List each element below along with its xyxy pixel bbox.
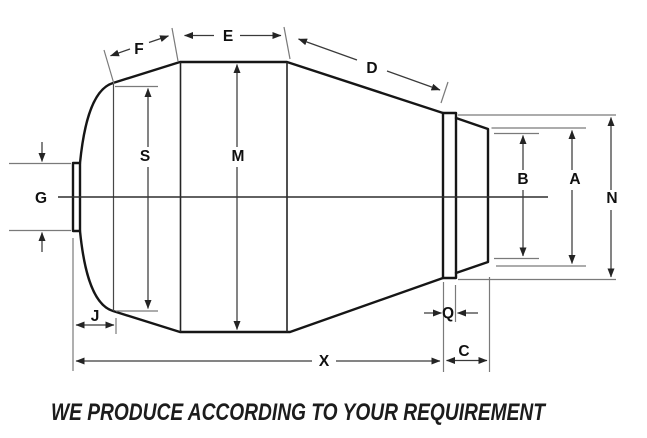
label-x: X bbox=[319, 353, 330, 370]
label-a: A bbox=[569, 171, 580, 188]
dimension-labels: F E D S M G J X Q C B A N bbox=[35, 28, 618, 370]
label-j: J bbox=[91, 308, 100, 325]
dim-f-arrow-right bbox=[148, 35, 169, 44]
outlet-flange bbox=[441, 111, 458, 280]
dimension-lines bbox=[38, 32, 615, 365]
footer-slogan: WE PRODUCE ACCORDING TO YOUR REQUIREMENT bbox=[51, 399, 547, 426]
vessel-body bbox=[71, 60, 490, 334]
label-q: Q bbox=[442, 305, 454, 322]
label-c: C bbox=[458, 343, 469, 360]
label-f: F bbox=[134, 41, 143, 58]
ext-slash-ed bbox=[283, 26, 291, 60]
label-b: B bbox=[517, 171, 528, 188]
dim-f-arrow-left bbox=[110, 48, 131, 57]
ext-f-slash-left bbox=[103, 49, 115, 85]
dim-d-arrow-lower bbox=[386, 70, 441, 91]
label-e: E bbox=[223, 28, 233, 45]
label-m: M bbox=[232, 148, 245, 165]
label-g: G bbox=[35, 190, 47, 207]
body-bottom-profile bbox=[78, 229, 445, 334]
body-top-profile bbox=[78, 60, 445, 165]
extension-lines bbox=[9, 26, 616, 372]
label-n: N bbox=[606, 190, 617, 207]
internal-section-lines bbox=[58, 62, 548, 332]
outlet-cone bbox=[454, 116, 490, 275]
ext-slash-fe bbox=[171, 27, 179, 62]
label-d: D bbox=[366, 60, 377, 77]
label-s: S bbox=[140, 148, 150, 165]
ext-d-slash-right bbox=[440, 81, 449, 104]
dim-d-arrow-upper bbox=[298, 38, 358, 61]
